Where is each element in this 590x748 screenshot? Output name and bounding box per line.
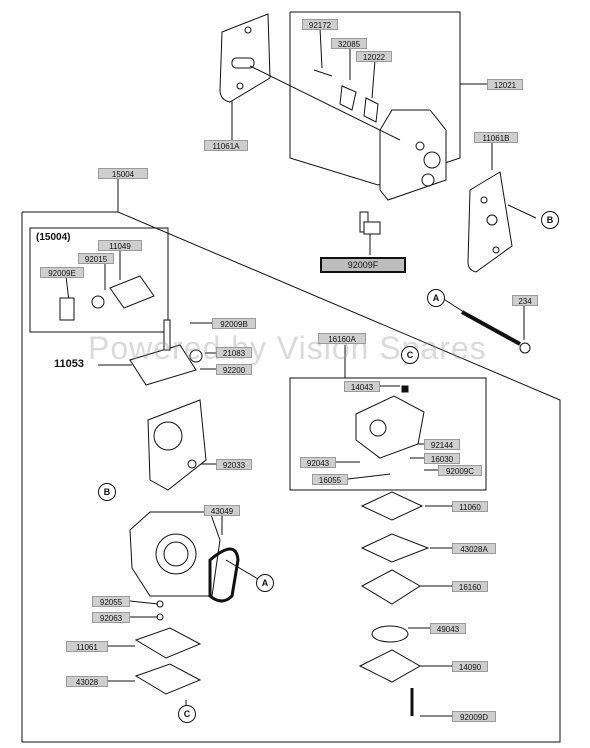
ref-a-bolt: A — [427, 289, 445, 307]
label-21083[interactable]: 21083 — [216, 347, 252, 358]
label-11053[interactable]: 11053 — [54, 358, 84, 370]
label-92043[interactable]: 92043 — [300, 457, 336, 468]
label-16030[interactable]: 16030 — [424, 453, 460, 464]
watermark: Powered by Vision Spares — [88, 330, 487, 366]
part-43028-diaphragm — [134, 663, 202, 695]
label-12021[interactable]: 12021 — [487, 79, 523, 90]
label-92015[interactable]: 92015 — [78, 253, 114, 264]
label-11060[interactable]: 11060 — [452, 501, 488, 512]
label-92063[interactable]: 92063 — [92, 612, 130, 623]
frame-15004 — [21, 211, 561, 743]
label-15004-paren: (15004) — [36, 232, 71, 243]
label-92009B[interactable]: 92009B — [212, 318, 256, 329]
part-carb-body — [129, 511, 221, 597]
part-14090-plate — [358, 649, 422, 683]
label-11061A[interactable]: 11061A — [204, 140, 248, 151]
part-49043-cup — [371, 625, 409, 643]
label-43028A[interactable]: 43028A — [452, 543, 496, 554]
label-92009E[interactable]: 92009E — [40, 267, 84, 278]
label-92172[interactable]: 92172 — [302, 19, 338, 30]
label-92009C[interactable]: 92009C — [438, 465, 482, 476]
label-15004[interactable]: 15004 — [98, 168, 148, 179]
label-16160[interactable]: 16160 — [452, 581, 488, 592]
label-49043[interactable]: 49043 — [430, 623, 466, 634]
ref-a-ring: A — [256, 574, 274, 592]
part-234-bolt — [461, 310, 521, 346]
label-11061B[interactable]: 11061B — [474, 132, 518, 143]
part-16160-cover — [360, 569, 421, 605]
ref-c-diaphragm: C — [178, 705, 196, 723]
ref-c-pump: C — [401, 346, 419, 364]
label-16055[interactable]: 16055 — [312, 474, 348, 485]
part-11061B-gasket — [467, 171, 513, 273]
label-11061[interactable]: 11061 — [66, 641, 108, 652]
part-16160A-cover — [355, 395, 425, 459]
label-32085[interactable]: 32085 — [331, 38, 367, 49]
label-234[interactable]: 234 — [512, 295, 538, 306]
label-92033[interactable]: 92033 — [216, 459, 252, 470]
part-11061-gasket — [134, 627, 202, 659]
label-92200[interactable]: 92200 — [216, 364, 252, 375]
part-43028A-diaphragm — [360, 533, 430, 563]
label-92009F[interactable]: 92009F — [320, 257, 406, 273]
label-12022[interactable]: 12022 — [356, 51, 392, 62]
ref-b-body: B — [98, 483, 116, 501]
inset-15004-box — [29, 227, 169, 333]
part-11053-shaft — [129, 344, 197, 386]
label-14090[interactable]: 14090 — [452, 661, 488, 672]
label-92055[interactable]: 92055 — [92, 596, 130, 607]
label-11049[interactable]: 11049 — [98, 240, 142, 251]
part-43049-ring — [208, 547, 240, 603]
part-12021-body — [379, 109, 447, 201]
label-92144[interactable]: 92144 — [424, 439, 460, 450]
ref-b-gasket: B — [541, 211, 559, 229]
label-16160A[interactable]: 16160A — [318, 333, 366, 344]
label-14043[interactable]: 14043 — [344, 381, 380, 392]
label-43049[interactable]: 43049 — [204, 505, 240, 516]
part-11060-gasket — [360, 491, 424, 521]
label-92009D[interactable]: 92009D — [452, 711, 496, 722]
label-43028[interactable]: 43028 — [66, 676, 108, 687]
group-16160A-box — [289, 377, 487, 491]
